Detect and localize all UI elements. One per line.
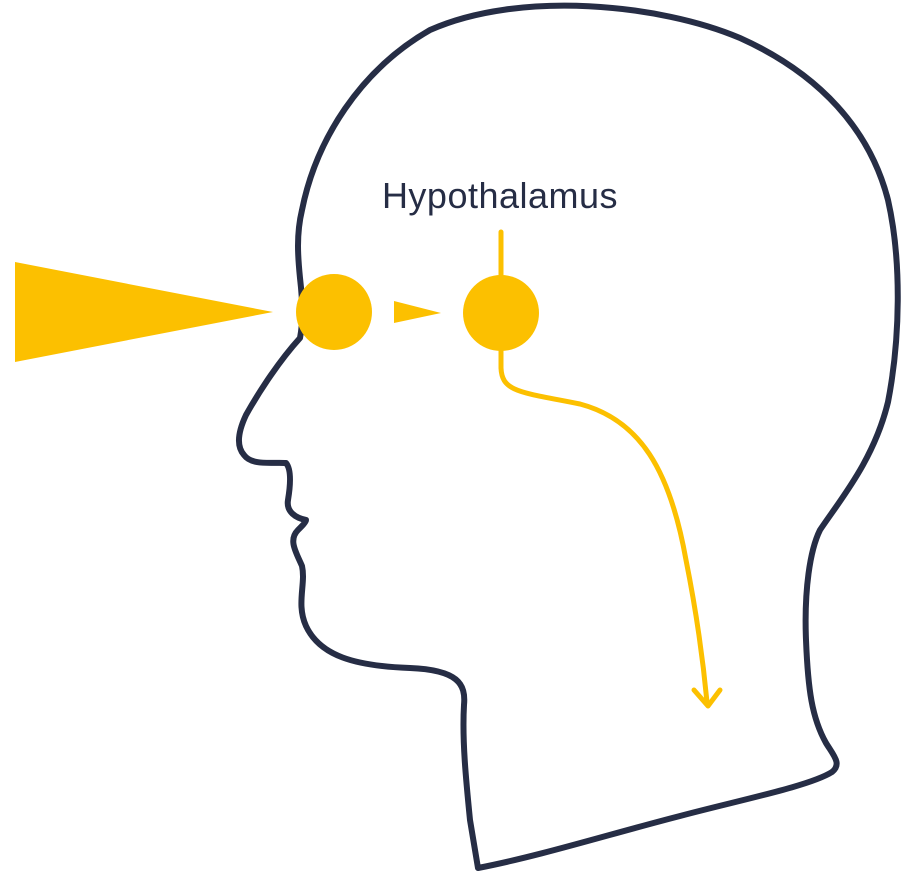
hypothalamus-label: Hypothalamus — [382, 175, 618, 216]
signal-direction-icon — [394, 301, 441, 323]
head-outline — [236, 2, 901, 871]
light-beam-icon — [15, 262, 273, 362]
hypothalamus-circle-icon — [463, 275, 539, 351]
eye-circle-icon — [296, 274, 372, 350]
signal-arrow-icon — [498, 342, 710, 705]
arrowhead-icon — [691, 687, 723, 709]
